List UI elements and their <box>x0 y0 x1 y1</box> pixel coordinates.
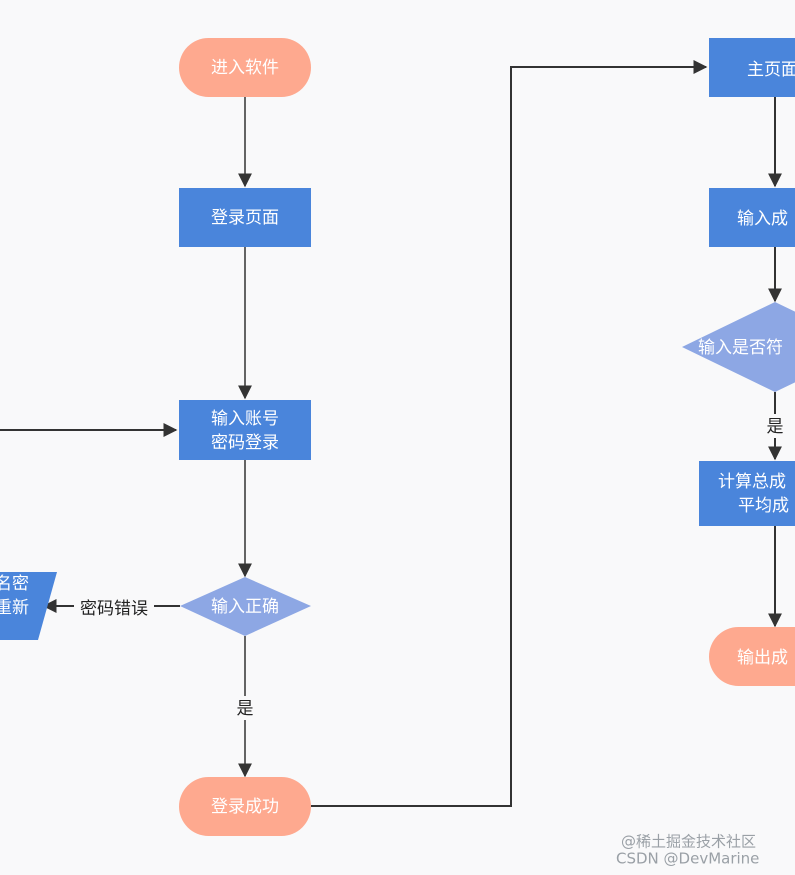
node-calc <box>699 461 795 526</box>
node-login-success <box>179 777 311 836</box>
node-main-page-label: 主页面 <box>747 60 795 80</box>
node-left-partial-label-1: 名密 <box>0 574 29 594</box>
node-input-valid-decision <box>682 302 795 392</box>
node-input-account <box>179 400 311 460</box>
node-enter-software-label: 进入软件 <box>211 58 279 78</box>
node-enter-software <box>179 38 311 97</box>
edge-label-wrong-password: 密码错误 <box>80 599 148 619</box>
node-login-page <box>179 188 311 247</box>
edge-label-bg-yes-right <box>763 414 787 438</box>
edge-label-yes-left: 是 <box>237 699 254 719</box>
watermark-line-1: @稀土掘金技术社区 <box>621 833 756 851</box>
node-output-score-label: 输出成 <box>737 648 788 668</box>
edge-label-bg-wrong-password <box>74 595 154 619</box>
watermark-line-2: CSDN @DevMarine <box>616 850 759 868</box>
node-main-page <box>709 38 795 97</box>
node-calc-label-2: 平均成 <box>738 496 789 516</box>
node-input-valid-label: 输入是否符 <box>698 338 783 358</box>
node-left-partial-io <box>0 572 57 640</box>
node-left-partial-label-2: 重新 <box>0 598 29 618</box>
node-login-success-label: 登录成功 <box>211 797 279 817</box>
edge-label-bg-yes-left <box>233 696 257 720</box>
node-input-score-label: 输入成 <box>737 209 788 229</box>
node-login-page-label: 登录页面 <box>211 208 279 228</box>
node-output-score <box>709 627 795 686</box>
node-input-account-label-2: 密码登录 <box>211 433 279 453</box>
edge-label-yes-right: 是 <box>767 417 784 437</box>
node-input-account-label-1: 输入账号 <box>211 409 279 429</box>
edge-login-success-to-main-page <box>311 60 708 807</box>
node-input-score <box>709 188 795 247</box>
node-calc-label-1: 计算总成 <box>718 472 786 492</box>
node-input-correct-decision <box>180 577 311 636</box>
node-input-correct-label: 输入正确 <box>211 597 279 617</box>
